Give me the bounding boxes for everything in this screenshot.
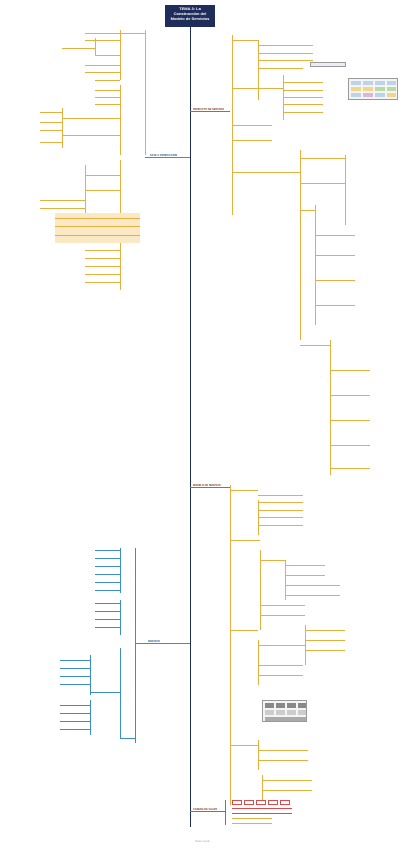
grid-image-mid-right [262,700,307,722]
blue-banner-image [310,62,346,67]
table-image-top-right [348,78,398,100]
value-chain-header-3 [256,800,266,805]
value-chain-header-5 [280,800,290,805]
central-title[interactable]: TEMA 3: La Construcción del Modelo de Se… [165,5,215,27]
title-line-1: TEMA 3: La [179,6,201,11]
value-chain-header-1 [232,800,242,805]
branch-fase-produccion[interactable]: FASE 3: PRODUCCIÓN [150,154,178,157]
title-line-2: Construcción del [173,11,207,16]
value-chain-header-2 [244,800,254,805]
branch-servicio[interactable]: SERVICIO [148,640,160,643]
branch-cadena-valor[interactable]: CADENA DE VALOR [193,808,218,811]
value-chain-header-4 [268,800,278,805]
footer-watermark: Mapa mental [195,840,210,843]
branch-modelo-servicio[interactable]: MODELO DE SERVICIO [193,484,221,487]
branch-producto-servicio[interactable]: PRODUCTO DE SERVICIO [193,108,225,111]
title-line-3: Modelo de Servicios [170,16,210,21]
